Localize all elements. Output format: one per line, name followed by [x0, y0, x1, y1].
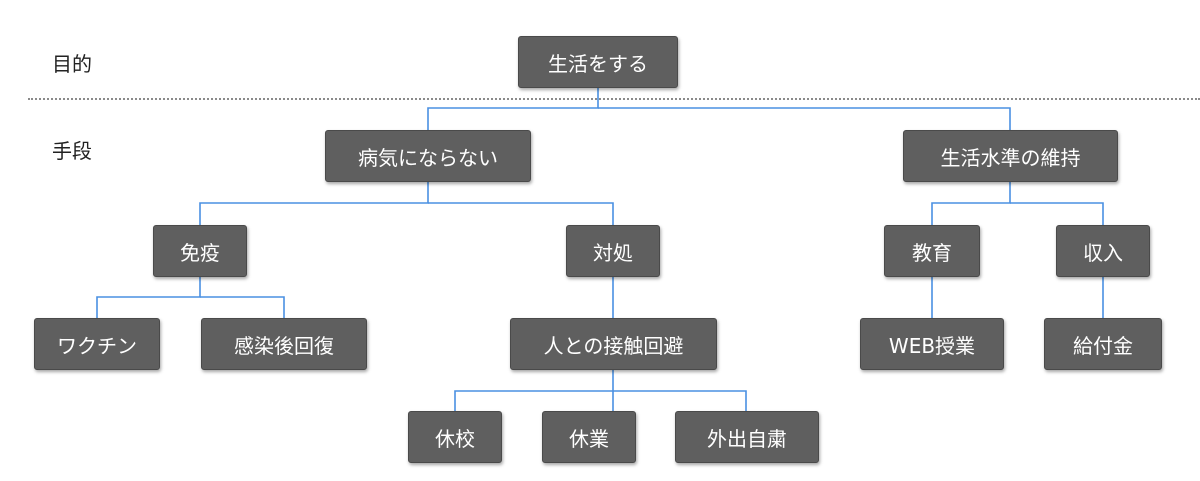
means-label: 手段 [52, 139, 92, 163]
purpose-means-divider [28, 98, 1200, 100]
connector-root-to-living [598, 107, 1011, 130]
connector-living-to-education [931, 182, 1011, 225]
node-education: 教育 [884, 225, 980, 277]
node-benefit: 給付金 [1044, 318, 1162, 370]
node-immunity: 免疫 [153, 225, 247, 277]
node-business-closure: 休業 [542, 411, 636, 463]
connector-root-to-health [427, 88, 599, 130]
node-root: 生活をする [518, 36, 678, 88]
purpose-label: 目的 [52, 52, 92, 76]
connector-immunity-to-vaccine [96, 277, 201, 318]
connector-living-to-income [1010, 202, 1104, 225]
node-health: 病気にならない [325, 130, 531, 182]
connector-health-to-treatment [428, 202, 614, 225]
node-school-closure: 休校 [408, 411, 502, 463]
connector-avoid-to-school [454, 370, 614, 411]
node-web-class: WEB授業 [860, 318, 1004, 370]
node-living: 生活水準の維持 [903, 130, 1118, 182]
node-avoid-contact: 人との接触回避 [510, 318, 717, 370]
node-treatment: 対処 [566, 225, 660, 277]
connector-health-to-immunity [199, 182, 429, 225]
connector-avoid-to-stayhome [613, 390, 747, 411]
connector-immunity-to-recovery [200, 296, 285, 318]
node-stay-home: 外出自粛 [675, 411, 819, 463]
node-vaccine: ワクチン [34, 318, 160, 370]
node-income: 収入 [1056, 225, 1150, 277]
node-recovery: 感染後回復 [201, 318, 367, 370]
